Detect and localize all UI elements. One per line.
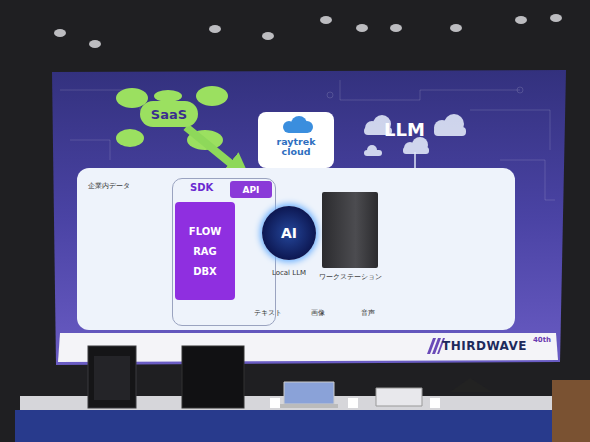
node-text: DBX xyxy=(193,266,217,277)
ai-circle: AILocal LLM xyxy=(262,206,316,260)
node-text: FLOW xyxy=(189,226,221,237)
api-pill: API xyxy=(230,181,272,198)
node-text: SaaS xyxy=(151,107,187,122)
llm-clouds xyxy=(364,114,466,156)
function-column: FLOW RAG DBX xyxy=(175,202,235,300)
saas-box: SaaS xyxy=(140,101,198,127)
icon-label: 音声 xyxy=(361,308,375,318)
system-panel: 企業内データSDKAPIFLOWRAGDBXAILocal LLMワークステーシ… xyxy=(77,168,515,330)
projection-screen xyxy=(52,70,566,365)
anniversary-mark: 40th xyxy=(533,336,551,344)
icon-label: 画像 xyxy=(311,308,325,318)
footer-band xyxy=(58,333,558,362)
node-text: raytrek cloud xyxy=(268,137,324,158)
sdk-region: SDKAPIFLOWRAGDBX xyxy=(172,178,276,326)
logo-text: THIRDWAVE xyxy=(442,339,527,353)
node-text: RAG xyxy=(193,246,217,257)
llm-line xyxy=(414,152,416,168)
node-text: Local LLM xyxy=(272,269,306,277)
ceiling-lights xyxy=(54,14,562,48)
stage-table xyxy=(15,346,590,442)
node-text: ワークステーション xyxy=(319,272,382,282)
llm-label: LLM xyxy=(384,119,425,140)
workstation: ワークステーション xyxy=(322,192,378,268)
icon-label: テキスト xyxy=(254,308,282,318)
node-text: API xyxy=(243,185,260,195)
node-text: 企業内データ xyxy=(88,181,504,191)
cloud-service-box: raytrek cloud xyxy=(258,112,334,168)
node-text: AI xyxy=(281,225,297,241)
saas-blob xyxy=(116,86,228,150)
cloud-icon xyxy=(288,125,308,133)
